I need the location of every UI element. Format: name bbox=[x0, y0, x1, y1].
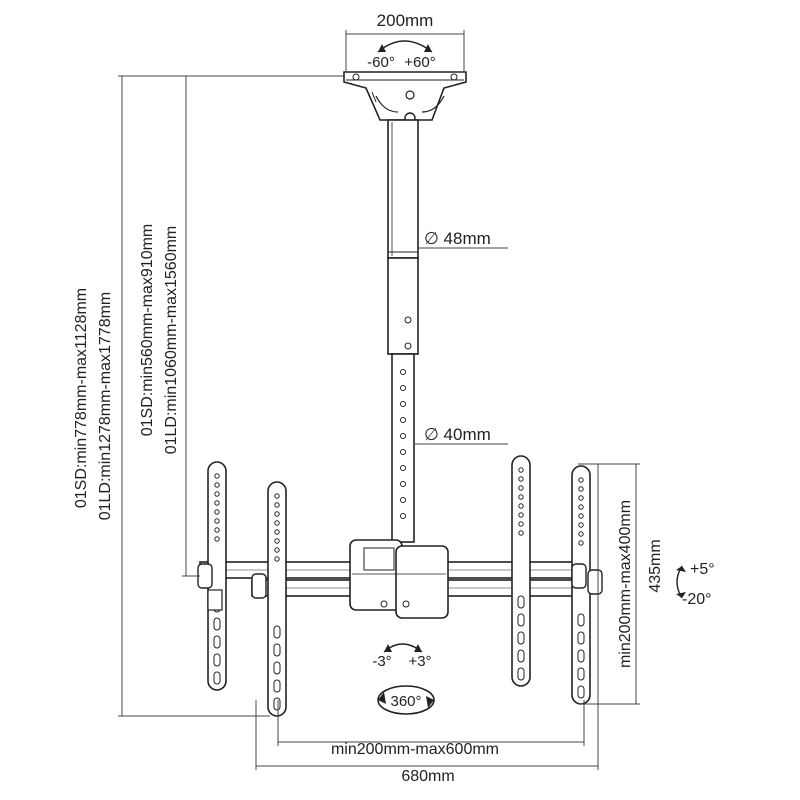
ld-total-height-label: 01LD:min1278mm-max1778mm bbox=[97, 292, 114, 521]
lower-pole-diameter-label: ∅ 40mm bbox=[424, 425, 491, 444]
top-width-label: 200mm bbox=[377, 11, 434, 30]
rotate-left-label: -3° bbox=[372, 653, 391, 670]
vesa-horizontal-label: min200mm-max600mm bbox=[331, 741, 499, 758]
swivel-left-label: -60° bbox=[367, 54, 395, 71]
swivel-right-label: +60° bbox=[404, 54, 435, 71]
tilt-up-label: +5° bbox=[690, 561, 715, 578]
rotate-360-label: 360° bbox=[390, 693, 421, 710]
rotate-right-label: +3° bbox=[408, 653, 431, 670]
tilt-down-label: -20° bbox=[682, 591, 712, 608]
upper-pole bbox=[387, 119, 419, 355]
lower-pole bbox=[391, 353, 415, 543]
center-clamps bbox=[349, 539, 449, 619]
bracket-right-back bbox=[511, 455, 531, 687]
upper-pole-diameter-label: ∅ 48mm bbox=[424, 229, 491, 248]
tilt-arrow bbox=[676, 565, 686, 599]
bracket-left-front bbox=[267, 481, 287, 717]
ceiling-plate bbox=[343, 71, 467, 124]
plate-height-label: 435mm bbox=[647, 539, 664, 592]
rotation-arrow bbox=[383, 643, 423, 653]
total-width-label: 680mm bbox=[401, 768, 454, 785]
swivel-arrow bbox=[377, 40, 433, 53]
vesa-vertical-label: min200mm-max400mm bbox=[617, 500, 634, 668]
sd-pole-height-label: 01SD:min560mm-max910mm bbox=[139, 224, 156, 437]
sd-total-height-label: 01SD:min778mm-max1128mm bbox=[73, 288, 90, 508]
dimension-lines bbox=[118, 30, 640, 770]
spin-360-icon bbox=[377, 685, 435, 715]
ld-pole-height-label: 01LD:min1060mm-max1560mm bbox=[163, 226, 180, 455]
